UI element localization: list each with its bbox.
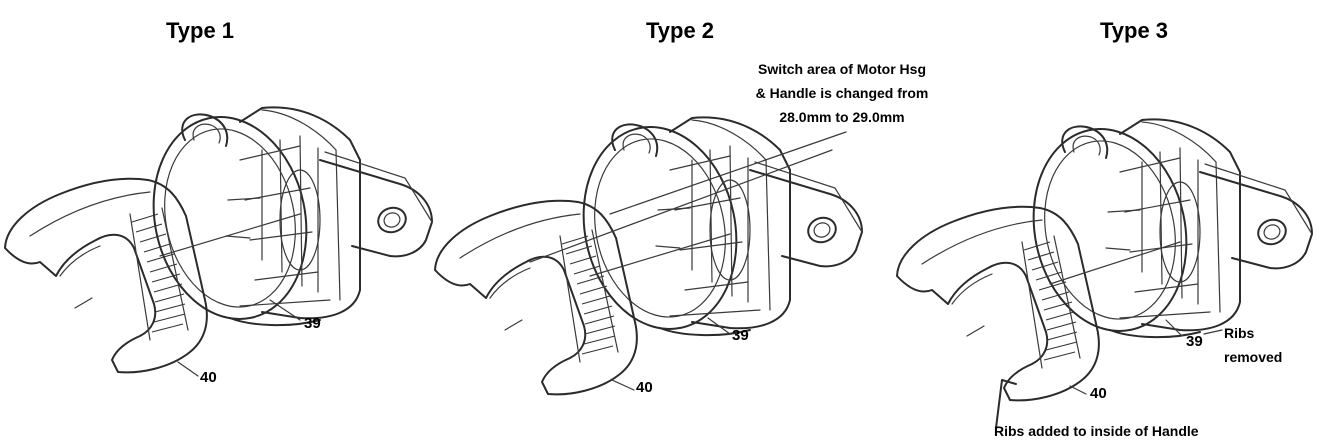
type-3-ribs-added-note: Ribs added to inside of Handle xyxy=(994,423,1199,439)
type-3-ribs-removed-line-1: Ribs xyxy=(1224,325,1255,341)
type-3-motor-housing xyxy=(1014,113,1313,347)
type-3-label-40: 40 xyxy=(1090,385,1107,402)
type-1-leader-39 xyxy=(269,299,301,321)
type-2-leader-40 xyxy=(611,379,635,391)
type-3-title: Type 3 xyxy=(1100,18,1168,43)
type-3-leader-40 xyxy=(1069,385,1087,395)
type-2-note-line-1: Switch area of Motor Hsg xyxy=(758,61,926,77)
type-2-note-line-2: & Handle is changed from xyxy=(756,85,929,101)
type-2-group: Type 2 Switch area of Motor Hsg & Handle… xyxy=(434,18,929,396)
type-1-leader-40 xyxy=(177,361,199,377)
type-2-note-line-3: 28.0mm to 29.0mm xyxy=(779,109,904,125)
type-3-leader-ribs-removed xyxy=(1203,329,1223,335)
type-1-handle xyxy=(4,177,208,374)
type-3-leader-39 xyxy=(1165,319,1183,337)
type-2-label-39: 39 xyxy=(732,327,749,344)
type-2-note-leader-1 xyxy=(529,149,833,263)
type-1-centerline xyxy=(159,213,301,257)
type-3-label-39: 39 xyxy=(1186,333,1203,350)
type-2-note-leader-2 xyxy=(609,131,847,215)
type-2-title: Type 2 xyxy=(646,18,714,43)
type-3-leader-ribs-added xyxy=(995,379,1017,429)
type-1-label-39: 39 xyxy=(304,315,321,332)
type-3-group: Type 3 39 Ribs removed 40 Ribs added to … xyxy=(896,18,1313,439)
type-1-motor-housing xyxy=(134,101,433,335)
type-2-centerline xyxy=(589,233,731,277)
type-3-handle xyxy=(896,205,1100,402)
type-2-label-40: 40 xyxy=(636,379,653,396)
type-3-ribs-removed-line-2: removed xyxy=(1224,349,1282,365)
type-1-label-40: 40 xyxy=(200,369,217,386)
type-2-handle xyxy=(434,199,638,396)
type-1-group: Type 1 39 40 xyxy=(4,18,433,386)
type-2-leader-39 xyxy=(707,317,731,335)
type-3-centerline xyxy=(1049,241,1181,285)
type-1-title: Type 1 xyxy=(166,18,234,43)
